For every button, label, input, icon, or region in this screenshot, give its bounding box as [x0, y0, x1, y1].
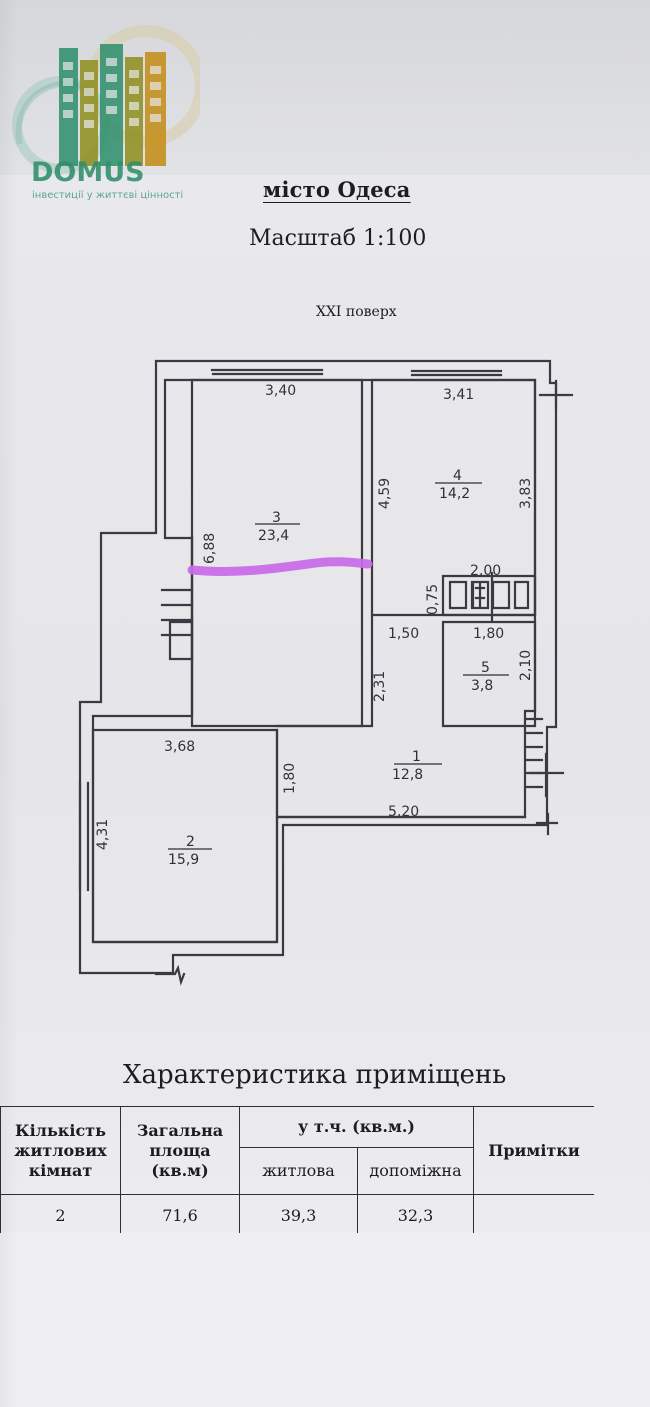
top-window-room-3: [210, 368, 324, 376]
scale-text: Масштаб 1:100: [249, 226, 427, 251]
dimension-room-4-height: 4,59: [377, 478, 393, 509]
room-5-number: 5: [481, 660, 490, 676]
dimension-room-2-top: 3,68: [164, 739, 195, 755]
room-1-number: 1: [412, 749, 421, 765]
room-characteristics-table: Кількість житлових кімнат Загальна площа…: [0, 1106, 594, 1233]
cell-total: 71,6: [120, 1194, 240, 1233]
dimension-room-4-top: 3,41: [443, 387, 474, 403]
table-data-row: 2 71,6 39,3 32,3: [0, 1194, 594, 1233]
city-title: місто Одеса: [263, 177, 411, 202]
middle-right-mark: [529, 752, 565, 798]
entry-small-box: [168, 620, 194, 661]
inner-wall: [91, 378, 537, 944]
paper-shadow: [0, 0, 18, 1407]
floor-plan: 3,40 3,41 4,59 6,88 3,83 2,00 0,75 1,50 …: [78, 359, 574, 986]
room-2-number: 2: [186, 834, 195, 850]
outer-wall: [78, 359, 558, 975]
entry-stairs: [160, 588, 194, 637]
room-2-wall: [91, 728, 279, 944]
dimension-bath-link: 0,75: [425, 584, 441, 615]
dimension-room-3-top: 3,40: [265, 383, 296, 399]
brand-name: DOMUS: [31, 157, 145, 188]
dimension-hall-left: 2,31: [372, 671, 388, 702]
dimension-room-4-right: 3,83: [518, 478, 534, 509]
top-window-room-4: [410, 369, 503, 377]
room-3-area: 23,4: [258, 528, 289, 544]
room-4-area: 14,2: [439, 486, 470, 502]
domus-logo: DOMUS інвестиції у життєві цінності: [12, 25, 200, 201]
header-rooms: Кількість житлових кімнат: [0, 1106, 121, 1195]
dimension-room-3-height: 6,88: [202, 533, 218, 564]
right-window-mark: [525, 717, 544, 789]
brand-tagline: інвестиції у життєві цінності: [32, 189, 183, 201]
room-5-wall: [441, 620, 537, 728]
dimension-bath-bottom-width: 1,80: [473, 626, 504, 642]
bath-small-grid: [471, 581, 486, 609]
room-3-number: 3: [272, 510, 281, 526]
table-section-title: Характеристика приміщень: [123, 1060, 507, 1090]
dimension-hall-top-left: 1,50: [388, 626, 419, 642]
hall-wall: [275, 613, 374, 728]
header-auxiliary: допоміжна: [357, 1147, 474, 1195]
room-2-area: 15,9: [168, 852, 199, 868]
cell-auxiliary: 32,3: [357, 1194, 474, 1233]
dimension-hall-small: 1,80: [282, 763, 298, 794]
bathroom-fixtures: [448, 580, 530, 610]
dimension-hall-bottom: 5,20: [388, 804, 419, 820]
header-living: житлова: [239, 1147, 358, 1195]
bathroom-fixture-box: [441, 574, 537, 617]
highlight-stroke: [187, 557, 373, 576]
dimension-bath-top-width: 2,00: [470, 563, 501, 579]
top-right-mark: [538, 379, 574, 410]
dimension-room-2-left: 4,31: [95, 819, 111, 850]
room-1-area: 12,8: [392, 767, 423, 783]
table-header-row: Кількість житлових кімнат Загальна площа…: [0, 1106, 594, 1195]
room-5-area: 3,8: [471, 678, 493, 694]
header-group: у т.ч. (кв.м.): [239, 1106, 474, 1148]
header-notes: Примітки: [473, 1106, 594, 1195]
header-total: Загальна площа (кв.м): [120, 1106, 240, 1195]
cell-notes: [473, 1194, 594, 1233]
hall-lower-wall: [275, 728, 527, 819]
bottom-right-mark: [535, 812, 559, 836]
paper-bottom-area: [0, 1233, 650, 1407]
main-paper-sheet: [0, 175, 650, 1233]
dimension-room-5-side: 2,10: [518, 650, 534, 681]
cell-rooms: 2: [0, 1194, 121, 1233]
bottom-left-mark: [154, 964, 186, 986]
room-4-number: 4: [453, 468, 462, 484]
cell-living: 39,3: [239, 1194, 358, 1233]
table-subheader-row: житлова допоміжна: [1, 1147, 595, 1195]
floor-text: XXI поверх: [316, 304, 397, 320]
characteristics-table: Кількість житлових кімнат Загальна площа…: [0, 1106, 594, 1233]
